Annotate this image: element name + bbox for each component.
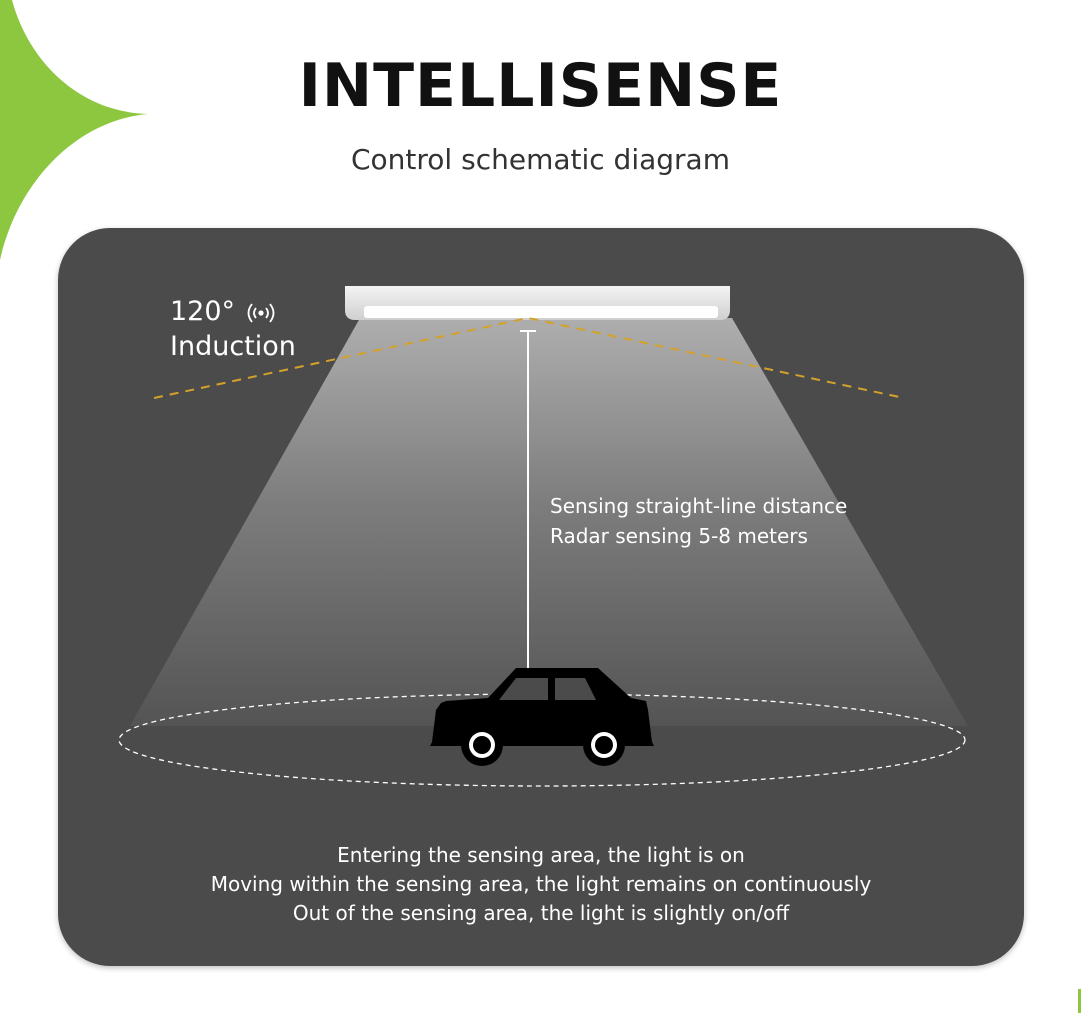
- behavior-moving-text: Moving within the sensing area, the ligh…: [210, 872, 872, 896]
- page-title: INTELLISENSE: [298, 51, 783, 121]
- diagram-scene: [118, 286, 968, 787]
- corner-decoration: [0, 0, 148, 260]
- induction-angle-text: 120°: [170, 296, 236, 327]
- light-beam: [130, 318, 968, 726]
- edge-accent-mark: [1078, 989, 1081, 1013]
- radar-range-text: Radar sensing 5-8 meters: [550, 524, 808, 548]
- distance-description: Sensing straight-line distance: [550, 494, 848, 518]
- radar-signal-icon: [247, 303, 275, 323]
- led-light-fixture-icon: [345, 286, 730, 320]
- behavior-enter-text: Entering the sensing area, the light is …: [337, 843, 745, 867]
- page-subtitle: Control schematic diagram: [351, 143, 730, 176]
- diagram-panel: 120° Induction Sensing straight-line dis…: [58, 228, 1024, 966]
- car-icon: [430, 668, 654, 766]
- distance-marker: [520, 330, 536, 668]
- induction-label: Induction: [170, 331, 296, 362]
- behavior-exit-text: Out of the sensing area, the light is sl…: [292, 901, 790, 925]
